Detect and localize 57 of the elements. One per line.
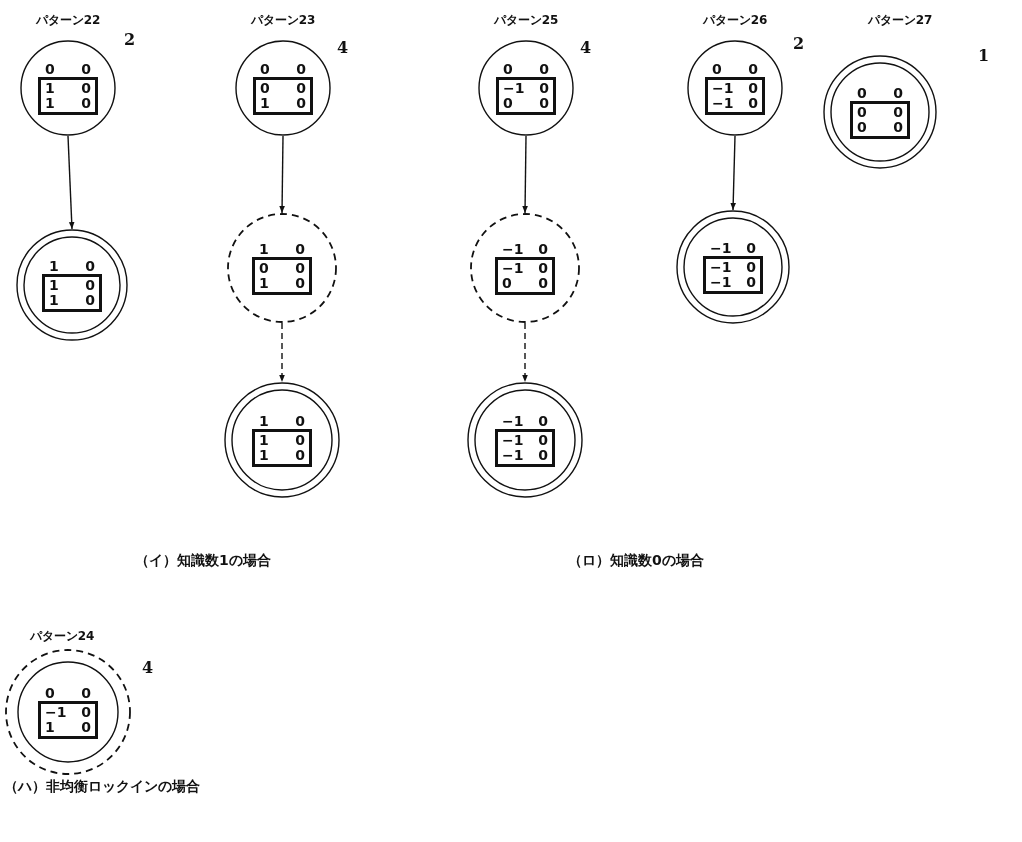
matrix-row-text: −1 0 (501, 447, 549, 463)
matrix-row-text: −1 0 (711, 80, 759, 96)
matrix-row-text: −1 0 (711, 95, 759, 111)
matrix-row-text: 0 0 (44, 685, 92, 701)
matrix-row-text: −1 0 (709, 240, 757, 256)
count-number: 4 (142, 658, 154, 677)
arrow (522, 135, 528, 214)
arrow (279, 322, 285, 383)
matrix-row-text: 0 0 (711, 61, 759, 77)
matrix-row-text: 0 0 (502, 61, 550, 77)
matrix-row-text: 1 0 (258, 275, 306, 291)
pattern-heading: パターン22 (35, 12, 101, 29)
matrix-row-text: 1 0 (258, 413, 306, 429)
matrix-row-text: 1 0 (259, 95, 307, 111)
matrix-row-text: −1 0 (501, 241, 549, 257)
matrix-row-text: −1 0 (502, 80, 550, 96)
pattern-heading: パターン25 (493, 12, 559, 29)
count-number: 2 (793, 34, 805, 53)
matrix-row-text: 0 0 (44, 61, 92, 77)
case-caption: （ハ）非均衡ロックインの場合 (4, 778, 200, 796)
count-number: 4 (580, 38, 592, 57)
pattern-heading: パターン27 (867, 12, 933, 29)
matrix-row-text: 0 0 (258, 260, 306, 276)
matrix-row-text: 0 0 (856, 119, 904, 135)
count-number: 1 (978, 46, 990, 65)
matrix-row-text: 1 0 (44, 719, 92, 735)
arrow (730, 135, 736, 211)
matrix-row-text: 0 0 (259, 61, 307, 77)
matrix-row-text: 0 0 (501, 275, 549, 291)
matrix-row-text: −1 0 (709, 274, 757, 290)
count-number: 4 (337, 38, 349, 57)
matrix-row-text: −1 0 (44, 704, 92, 720)
matrix-row-text: 0 0 (259, 80, 307, 96)
matrix-row-text: 1 0 (48, 258, 96, 274)
arrow (279, 135, 285, 214)
matrix-row-text: 1 0 (258, 432, 306, 448)
pattern-heading: パターン23 (250, 12, 316, 29)
matrix-row-text: 1 0 (258, 447, 306, 463)
matrix-row-text: 0 0 (856, 104, 904, 120)
matrix-row-text: 1 0 (44, 95, 92, 111)
matrix-row-text: −1 0 (709, 259, 757, 275)
matrix-row-text: 1 0 (48, 292, 96, 308)
pattern-heading: パターン26 (702, 12, 768, 29)
matrix-row-text: 0 0 (502, 95, 550, 111)
matrix-row-text: −1 0 (501, 260, 549, 276)
matrix-row-text: 1 0 (44, 80, 92, 96)
case-caption: （イ）知識数1の場合 (135, 552, 271, 570)
matrix-row-text: 1 0 (258, 241, 306, 257)
matrix-row-text: 0 0 (856, 85, 904, 101)
matrix-row-text: −1 0 (501, 432, 549, 448)
arrow (67, 135, 75, 230)
arrow (522, 322, 528, 383)
case-caption: （ロ）知識数0の場合 (568, 552, 704, 570)
matrix-row-text: −1 0 (501, 413, 549, 429)
pattern-heading: パターン24 (29, 628, 95, 645)
matrix-row-text: 1 0 (48, 277, 96, 293)
count-number: 2 (124, 30, 136, 49)
